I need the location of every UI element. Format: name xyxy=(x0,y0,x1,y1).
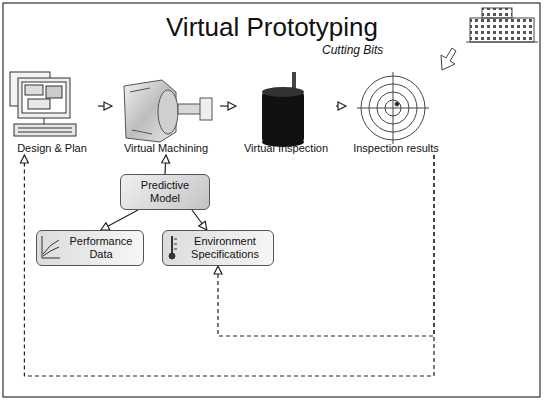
machining-illustration xyxy=(124,80,212,142)
thermometer-icon xyxy=(169,236,177,259)
step-label: Inspection results xyxy=(346,142,446,155)
inspection-probe-illustration xyxy=(262,72,304,147)
data-box: Performance Data xyxy=(36,230,144,266)
flow-arrow xyxy=(336,105,346,106)
flow-arrow xyxy=(165,155,166,174)
flow-arrow xyxy=(101,210,138,230)
machining-step: Virtual Machining xyxy=(112,66,220,155)
chart-icon xyxy=(42,236,60,258)
frame xyxy=(3,3,540,397)
target-plot xyxy=(357,72,429,144)
model-box: Predictive Model xyxy=(120,174,210,210)
spec-box: Environment Specifications xyxy=(162,230,274,266)
step-label: Design & Plan xyxy=(6,142,98,155)
step-label: Virtual Inspection xyxy=(236,142,336,155)
box-label: Performance Data xyxy=(66,235,136,261)
design-step: Design & Plan xyxy=(6,66,98,155)
diagram-title: Virtual Prototyping xyxy=(0,12,544,42)
flow-arrow xyxy=(192,210,207,230)
box-label: Predictive Model xyxy=(134,179,196,205)
feedback-arrow xyxy=(24,155,434,376)
building-icon xyxy=(441,8,538,70)
hollow-arrow xyxy=(441,48,456,70)
inspection-step: Virtual Inspection xyxy=(236,66,336,155)
step-label: Virtual Machining xyxy=(112,142,220,155)
computer-icon xyxy=(10,72,76,136)
subtitle-label: Cutting Bits xyxy=(322,43,383,57)
flow-arrow xyxy=(220,105,236,106)
flow-arrow xyxy=(98,105,112,106)
box-label: Environment Specifications xyxy=(184,235,266,261)
results-step: Inspection results xyxy=(346,66,446,155)
